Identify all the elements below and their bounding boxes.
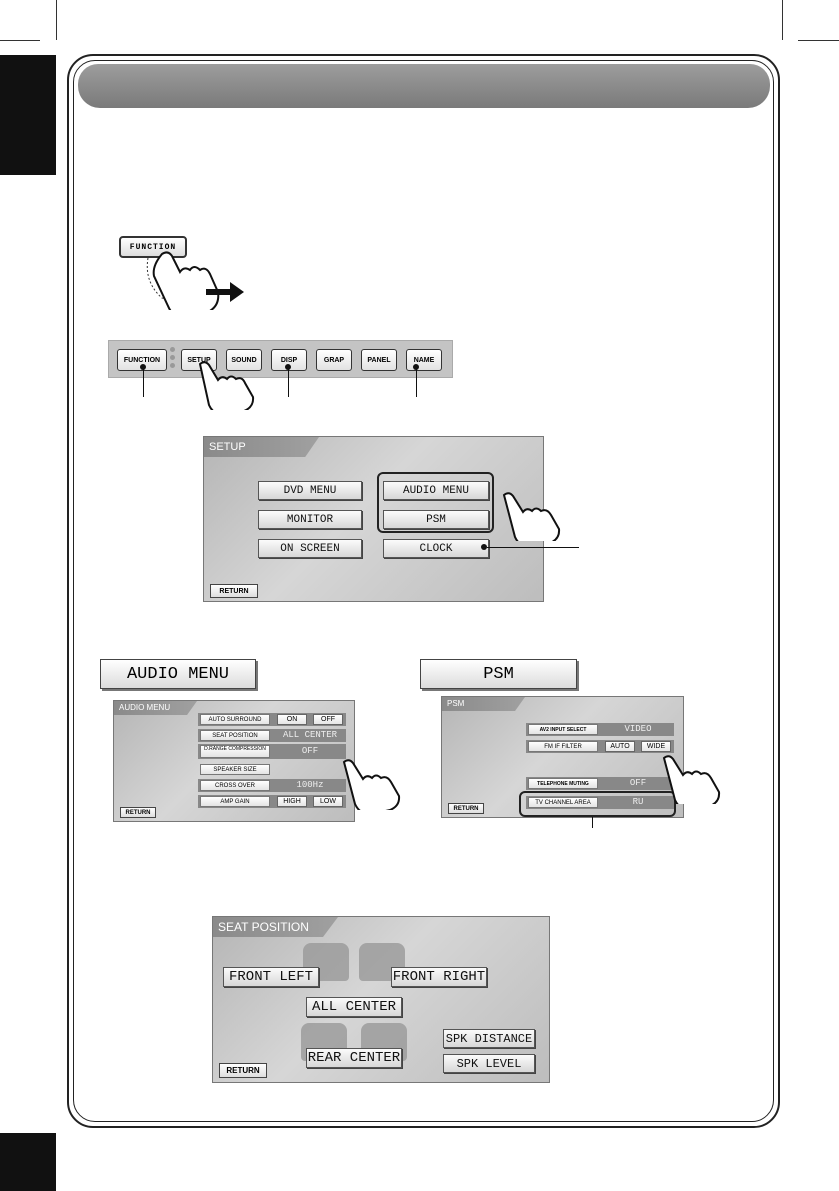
clock-button[interactable]: CLOCK — [383, 539, 489, 558]
setup-screen: SETUP DVD MENU AUDIO MENU MONITOR PSM ON… — [203, 436, 544, 602]
callout-line — [288, 367, 289, 397]
all-center-button[interactable]: ALL CENTER — [306, 997, 402, 1017]
crop-mark — [798, 40, 839, 41]
amp-gain-label[interactable]: AMP GAIN — [200, 796, 270, 807]
pointing-hand-icon — [502, 492, 561, 541]
page-frame-inner — [73, 60, 774, 1122]
audio-menu-screen: AUDIO MENU AUTO SURROUND ON OFF SEAT POS… — [113, 700, 355, 822]
auto-surround-label[interactable]: AUTO SURROUND — [200, 714, 270, 725]
screen-title: SEAT POSITION — [213, 917, 338, 937]
seat-position-value: ALL CENTER — [282, 730, 337, 740]
crop-mark — [0, 40, 40, 41]
section-title-bar — [78, 64, 770, 108]
indicator-icon — [170, 355, 175, 360]
monitor-button[interactable]: MONITOR — [258, 510, 362, 529]
return-button[interactable]: RETURN — [210, 584, 258, 598]
page-frame — [67, 54, 780, 1128]
pointing-hand-icon — [146, 251, 220, 310]
function-toolbar: FUNCTION SETUP SOUND DISP GRAP PANEL NAM… — [108, 340, 453, 378]
function-tab[interactable]: FUNCTION — [117, 349, 167, 371]
highlight-frame — [519, 791, 676, 817]
drange-label[interactable]: D.RANGE COMPRESSION — [200, 745, 270, 758]
rear-center-button[interactable]: REAR CENTER — [306, 1048, 402, 1068]
front-right-button[interactable]: FRONT RIGHT — [391, 967, 487, 987]
speaker-size-label[interactable]: SPEAKER SIZE — [200, 764, 270, 775]
callout-dot — [481, 544, 487, 550]
indicator-icon — [170, 347, 175, 352]
drange-value: OFF — [301, 746, 319, 756]
return-button[interactable]: RETURN — [120, 807, 156, 818]
crop-mark — [56, 0, 57, 40]
low-option[interactable]: LOW — [313, 796, 343, 807]
highlight-frame — [377, 472, 494, 533]
cross-over-label[interactable]: CROSS OVER — [200, 780, 270, 791]
high-option[interactable]: HIGH — [277, 796, 307, 807]
audio-menu-heading: AUDIO MENU — [100, 659, 256, 689]
pointing-hand-icon — [662, 755, 721, 804]
pointing-hand-icon — [198, 361, 255, 410]
telephone-muting-value: OFF — [629, 778, 647, 788]
spk-level-button[interactable]: SPK LEVEL — [443, 1054, 535, 1073]
psm-screen: PSM AV2 INPUT SELECT VIDEO FM IF FILTER … — [441, 696, 684, 818]
on-option[interactable]: ON — [277, 714, 307, 725]
sound-tab[interactable]: SOUND — [226, 349, 262, 371]
graph-tab[interactable]: GRAP — [316, 349, 352, 371]
arrow-right-icon — [206, 282, 244, 302]
name-tab[interactable]: NAME — [406, 349, 442, 371]
crop-mark — [782, 0, 783, 40]
av2-input-label[interactable]: AV2 INPUT SELECT — [528, 724, 598, 735]
psm-heading: PSM — [420, 659, 577, 689]
av2-input-value: VIDEO — [624, 724, 652, 734]
auto-option[interactable]: AUTO — [605, 741, 635, 752]
return-button[interactable]: RETURN — [448, 803, 484, 814]
fm-if-filter-label[interactable]: FM IF FILTER — [528, 741, 598, 752]
panel-tab[interactable]: PANEL — [361, 349, 397, 371]
callout-line — [416, 367, 417, 397]
telephone-muting-label[interactable]: TELEPHONE MUTING — [528, 778, 598, 789]
return-button[interactable]: RETURN — [219, 1063, 267, 1078]
callout-line — [143, 367, 144, 397]
disp-tab[interactable]: DISP — [271, 349, 307, 371]
on-screen-button[interactable]: ON SCREEN — [258, 539, 362, 558]
dvd-menu-button[interactable]: DVD MENU — [258, 481, 362, 500]
screen-title: SETUP — [204, 437, 319, 457]
tv-channel-area-label[interactable]: TV CHANNEL AREA — [528, 797, 598, 808]
side-tab — [0, 55, 56, 175]
spk-distance-button[interactable]: SPK DISTANCE — [443, 1029, 535, 1048]
psm-button[interactable]: PSM — [383, 510, 489, 529]
screen-title: AUDIO MENU — [114, 701, 197, 715]
screen-title: PSM — [442, 697, 525, 711]
tv-channel-area-value: RU — [632, 797, 644, 807]
callout-line — [487, 547, 579, 548]
callout-line — [592, 817, 593, 828]
seat-position-label[interactable]: SEAT POSITION — [200, 730, 270, 741]
front-left-button[interactable]: FRONT LEFT — [223, 967, 319, 987]
cross-over-value: 100Hz — [296, 780, 324, 790]
indicator-icon — [170, 363, 175, 368]
page-number-tab — [0, 1133, 56, 1191]
audio-menu-button[interactable]: AUDIO MENU — [383, 481, 489, 500]
seat-position-screen: SEAT POSITION FRONT LEFT FRONT RIGHT ALL… — [212, 916, 550, 1083]
wide-option[interactable]: WIDE — [641, 741, 671, 752]
off-option[interactable]: OFF — [313, 714, 343, 725]
pointing-hand-icon — [342, 759, 401, 810]
